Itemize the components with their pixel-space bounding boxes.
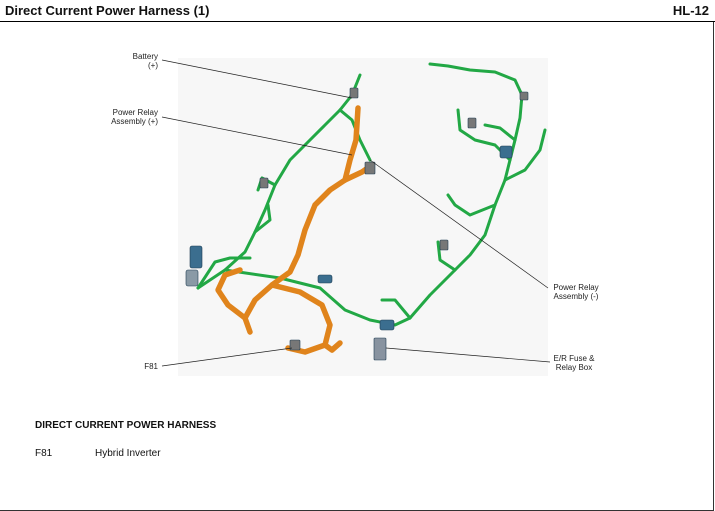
leader-lines [161,59,551,367]
callout-battery: Battery (+) [132,52,158,70]
leader-power-relay-plus [161,116,353,156]
callout-power-relay-plus: Power Relay Assembly (+) [111,108,158,126]
connector-er-fuse-box [373,337,387,361]
main-harness-inverter-branch [196,256,252,290]
callout-f81: F81 [144,362,158,371]
main-harness-fuse-branch [380,298,412,320]
dc-harness-left-loop [215,267,248,321]
connector-inverter-left-housing [185,269,199,287]
connector-right-top [519,91,529,101]
leader-er-fuse [385,347,551,363]
main-harness-right-branch-a [503,128,547,182]
main-harness-right-branch-d [436,240,457,272]
dc-harness-tail [322,340,343,353]
illustration-background [178,58,548,376]
dc-harness-main-run [242,105,361,335]
connector-right-lower [439,239,449,251]
callout-er-fuse: E/R Fuse & Relay Box [553,354,595,372]
main-harness-right-trunk [408,62,524,320]
page-code: HL-12 [672,3,709,18]
connector-f81 [289,339,301,351]
leader-f81 [161,347,293,367]
connector-battery [349,87,359,99]
page-header: Direct Current Power Harness (1) HL-12 [0,0,715,22]
main-harness-right-branch-b [446,193,497,217]
connector-power-relay [364,161,376,175]
connector-center [317,274,333,284]
connector-right-upper [499,145,513,159]
leader-battery [161,59,353,99]
callout-power-relay-minus: Power Relay Assembly (-) [553,283,599,301]
connector-fuse-branch [379,319,395,331]
main-harness [196,62,547,327]
connectors [185,87,529,361]
connector-left-upper [259,177,269,189]
legend-description: Hybrid Inverter [95,448,161,459]
section-title: DIRECT CURRENT POWER HARNESS [35,420,217,431]
connector-right-mid [467,117,477,129]
legend-code: F81 [35,448,53,459]
connector-inverter-left [189,245,203,269]
main-harness-left-trunk [196,73,362,290]
page-title: Direct Current Power Harness (1) [5,3,210,18]
main-harness-left-branch-b [253,203,272,234]
leader-power-relay-minus [369,159,549,289]
dc-harness-inverter-loop [269,282,333,355]
main-harness-right-branch-e [483,123,517,142]
